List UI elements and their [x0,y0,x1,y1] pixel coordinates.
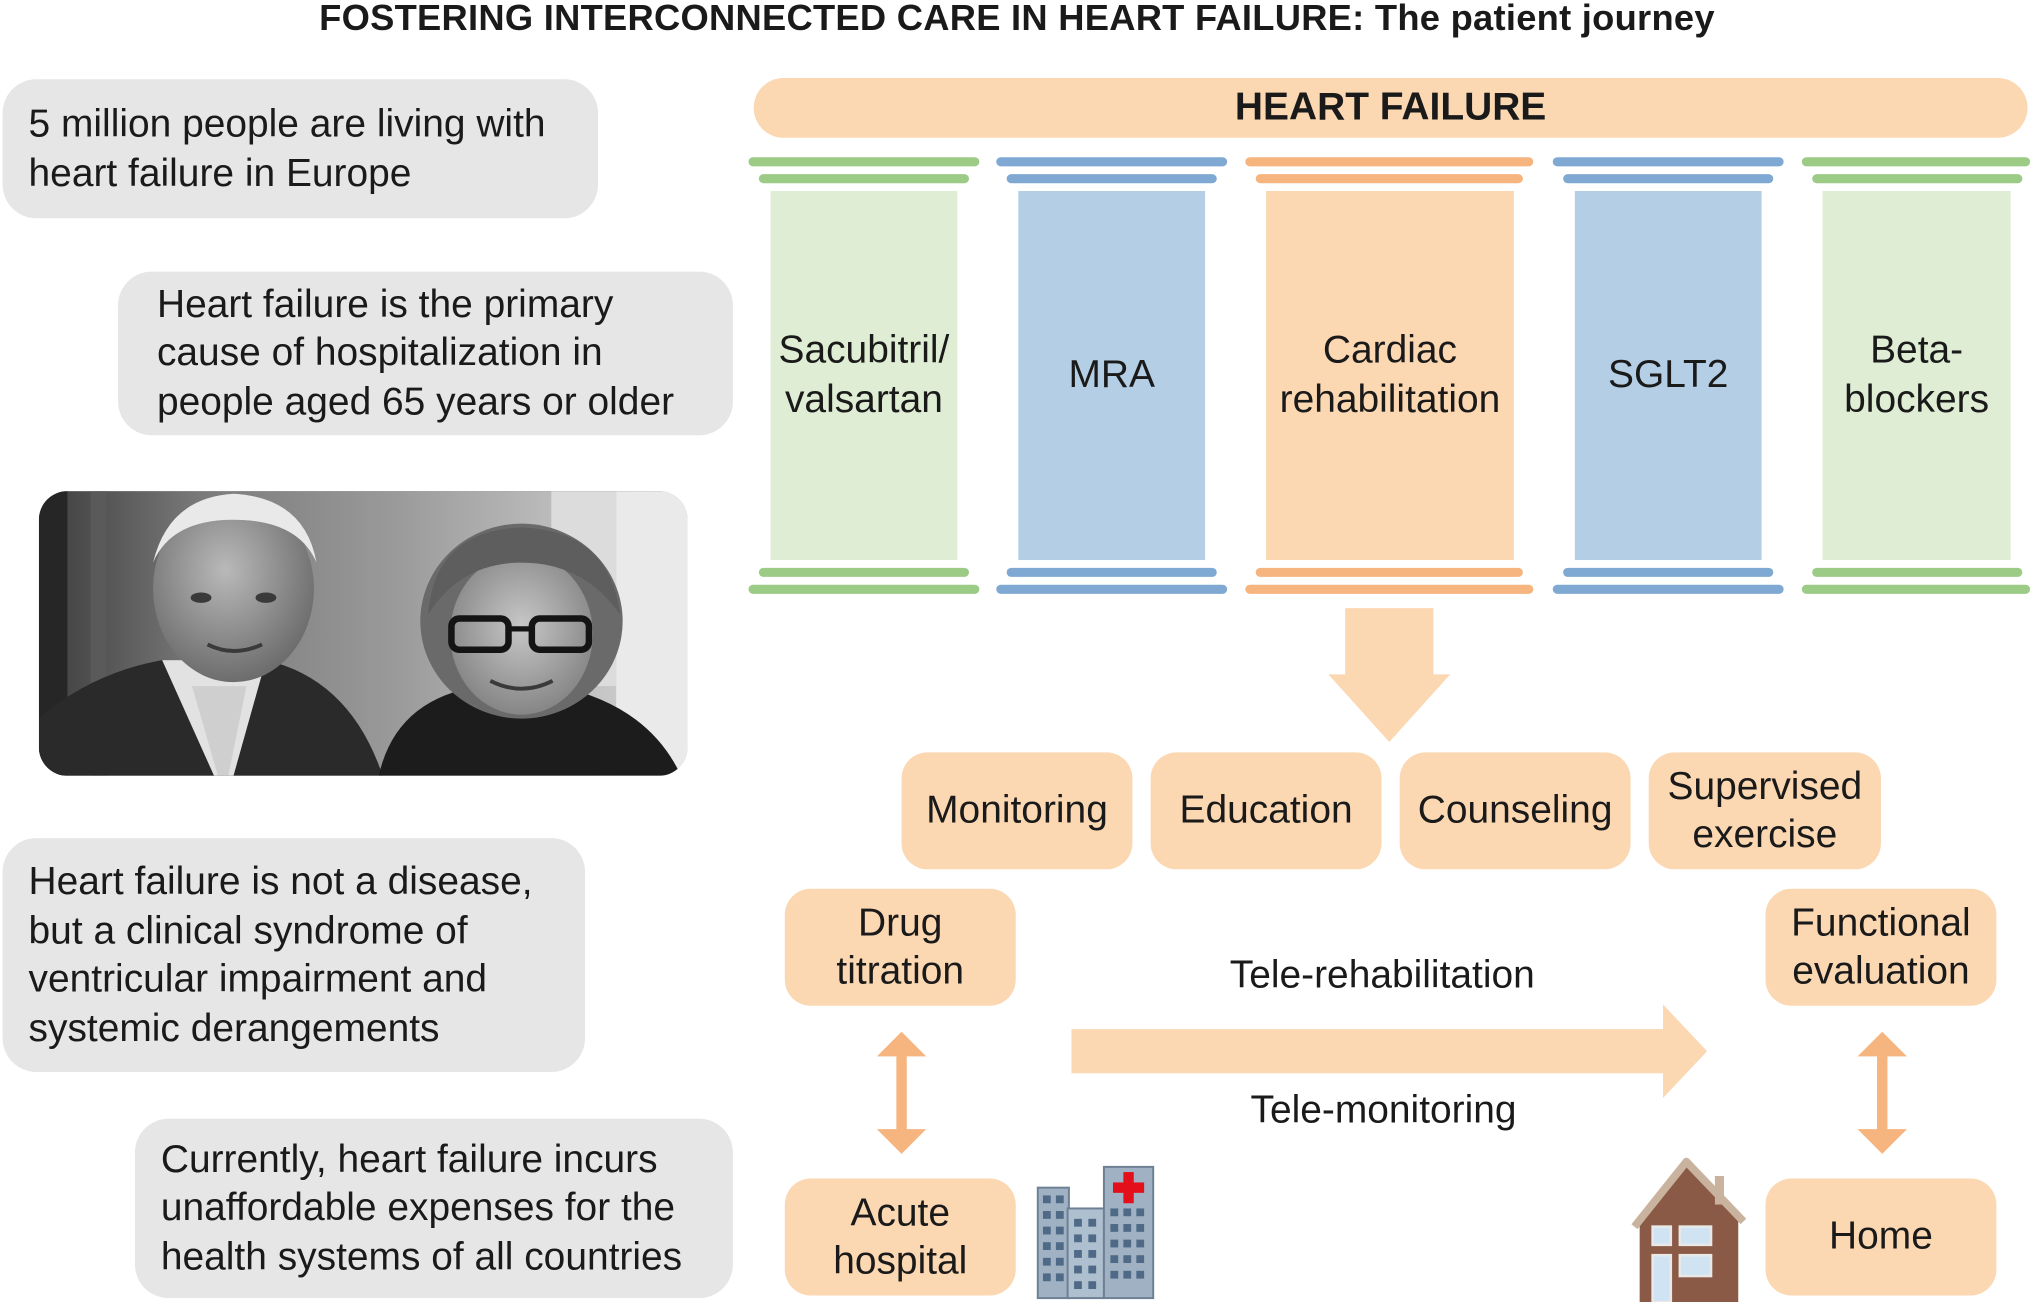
fact-line: people aged 65 years or older [156,380,675,424]
rehab-label: Counseling [1417,789,1613,832]
fact-line: 5 million people are living with [28,102,546,146]
pillar-cap-bar [1801,157,2031,167]
pillar-mra: MRA [1018,191,1206,561]
pillar-base-bar [1552,584,1784,594]
rehab-label: Education [1179,789,1353,832]
fact-line: heart failure in Europe [28,151,412,195]
fact-line: Currently, heart failure incurs [160,1137,658,1181]
pillar-sglt2: SGLT2 [1574,191,1762,561]
pillar-base-bar [758,567,970,577]
rehab-monitoring: Monitoring [901,752,1133,870]
node-label: Drug [858,901,943,945]
rehab-education: Education [1150,752,1382,870]
pillar-cap-bar [1552,157,1784,167]
fact-box-hospitalization: Heart failure is the primary cause of ho… [118,271,733,436]
fact-box-prevalence: 5 million people are living with heart f… [2,79,599,219]
fact-line: health systems of all countries [160,1235,683,1279]
home-node: Home [1765,1178,1997,1296]
pillar-beta-blockers: Beta-blockers [1822,191,2011,561]
fact-line: Heart failure is the primary [156,282,614,326]
fact-line: ventricular impairment and [28,957,488,1001]
tele-rehabilitation-label: Tele-rehabilitation [1229,953,1535,997]
pillar-label: valsartan [784,378,943,422]
pillar-label: SGLT2 [1608,353,1729,397]
rehab-label: Monitoring [926,789,1108,832]
photo-illustration [38,491,688,776]
pillar-base-bar [1245,584,1534,594]
double-arrow-left-icon [876,1031,927,1154]
pillar-cap-bar [1563,174,1774,184]
node-label: Acute [850,1190,951,1234]
pillar-label: MRA [1068,353,1155,397]
pillar-base-bar [1812,567,2023,577]
fact-line: unaffordable expenses for the [160,1186,676,1230]
pillar-base-bar [1801,584,2031,594]
pillar-cap-bar [758,174,970,184]
right-arrow-icon [1071,1004,1708,1098]
fact-line: but a clinical syndrome of [28,908,468,952]
pillar-cap-bar [1812,174,2023,184]
hospital-building-icon [1036,1165,1155,1300]
pillar-cap-bar [1006,174,1217,184]
pillar-label: rehabilitation [1279,378,1501,422]
node-label: Home [1829,1215,1933,1259]
pillar-cap-bar [748,157,980,167]
pillar-label: blockers [1844,378,1990,422]
tele-monitoring-label: Tele-monitoring [1250,1088,1517,1132]
fact-line: Heart failure is not a disease, [28,860,533,904]
rehab-label: Supervised [1667,764,1863,808]
rehab-label: exercise [1692,813,1838,857]
house-icon [1631,1157,1747,1302]
heart-failure-banner: HEART FAILURE [753,77,2028,138]
down-arrow-icon [1328,608,1451,742]
pillar-cap-bar [996,157,1228,167]
fact-box-syndrome: Heart failure is not a disease, but a cl… [2,838,586,1073]
node-label: Functional [1791,901,1971,945]
node-label: titration [836,949,965,993]
pillar-cap-bar [1245,157,1534,167]
pillar-base-bar [1006,567,1217,577]
double-arrow-right-icon [1857,1031,1907,1154]
pillar-base-bar [1255,567,1523,577]
node-label: hospital [833,1239,968,1283]
pillar-label: Beta- [1870,328,1964,372]
pillar-base-bar [1563,567,1774,577]
pillar-base-bar [996,584,1228,594]
rehab-supervised-exercise: Supervised exercise [1648,752,1881,870]
fact-box-expenses: Currently, heart failure incurs unafford… [134,1118,733,1299]
pillar-base-bar [748,584,980,594]
acute-hospital-node: Acute hospital [784,1178,1016,1296]
diagram-title: FOSTERING INTERCONNECTED CARE IN HEART F… [319,0,1715,38]
pillar-cap-bar [1255,174,1523,184]
fact-line: cause of hospitalization in [156,331,603,375]
rehab-counseling: Counseling [1399,752,1631,870]
pillar-label: Cardiac [1322,328,1457,372]
pillar-cardiac-rehabilitation: Cardiac rehabilitation [1266,191,1514,561]
node-label: evaluation [1792,949,1970,993]
elderly-couple-photo [38,491,688,776]
pillar-label: Sacubitril/ [778,328,950,372]
pillar-sacubitril-valsartan: Sacubitril/valsartan [770,191,958,561]
fact-line: systemic derangements [28,1006,440,1050]
